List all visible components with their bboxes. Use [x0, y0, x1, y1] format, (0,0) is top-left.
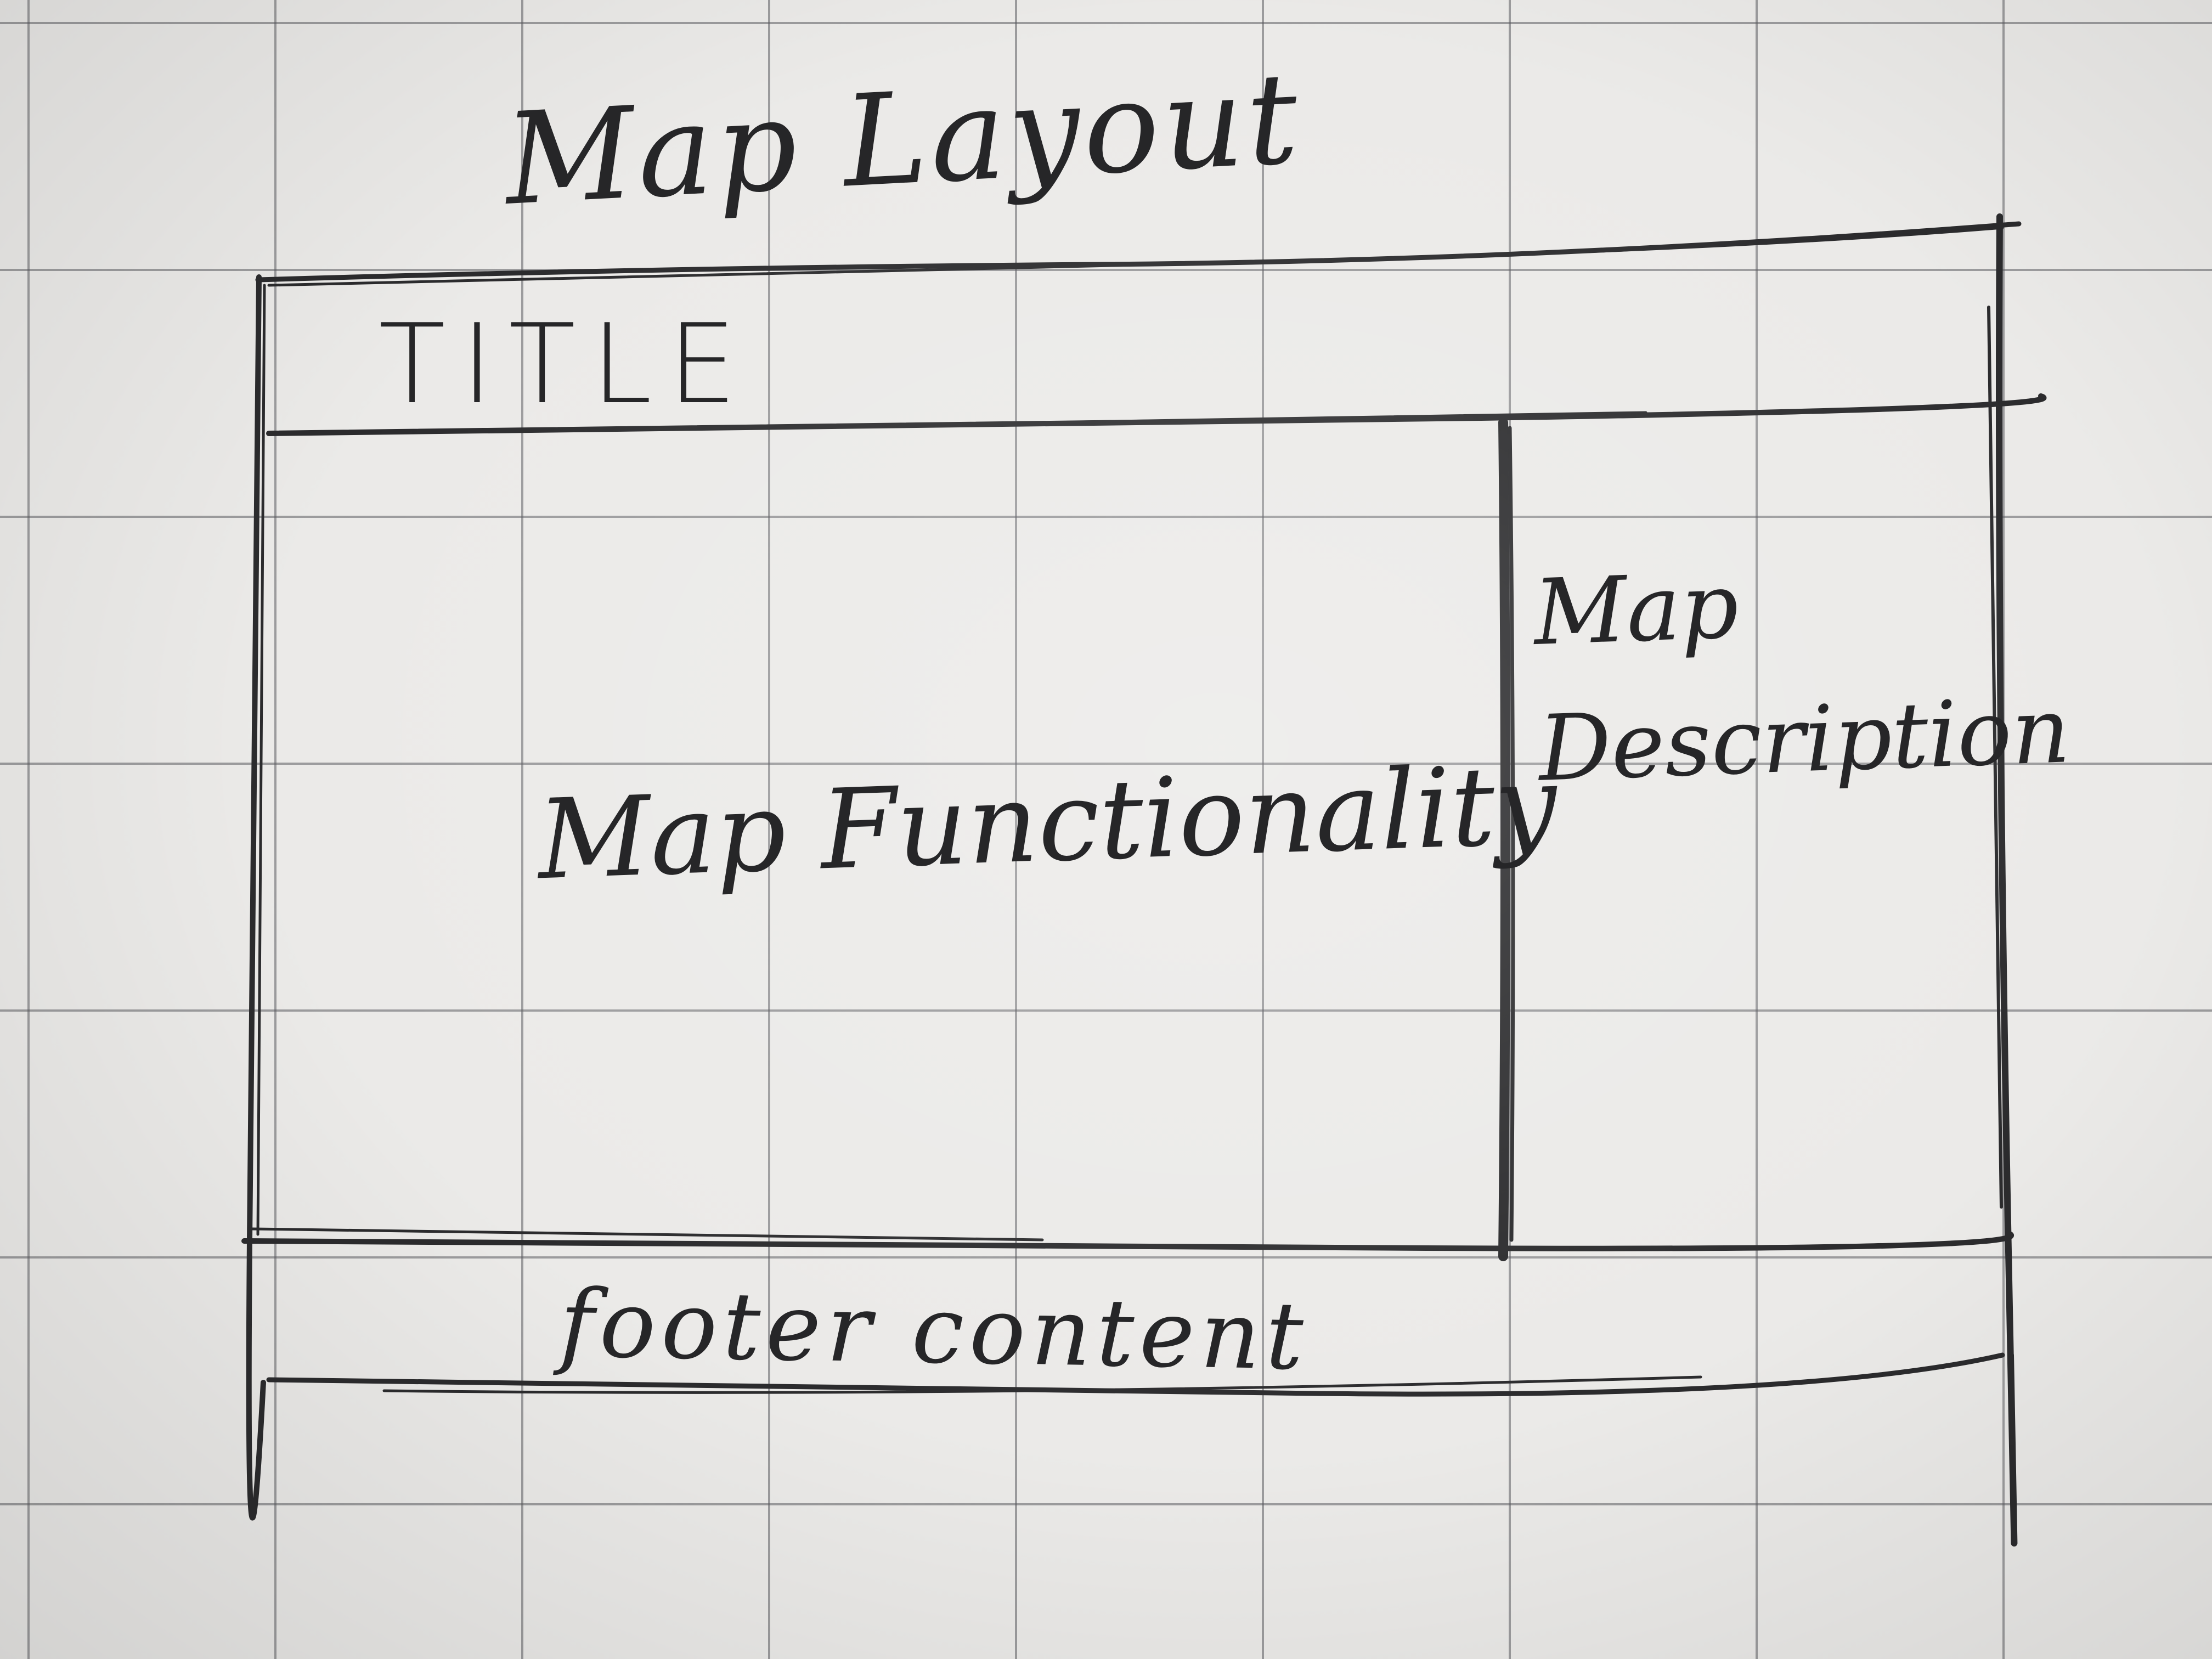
footer-bottom-edge-overstroke [382, 1375, 1702, 1394]
map-functionality-label: Map Functionality [535, 741, 1559, 905]
footer-divider [241, 1232, 2015, 1251]
wireframe-title-label: TITLE [379, 301, 753, 428]
frame-left-edge [246, 274, 266, 1521]
header-divider-overstroke [547, 411, 1647, 432]
sidebar-divider-overstroke [1508, 426, 1515, 1242]
frame-right-edge-overstroke [1987, 306, 2003, 1209]
footer-bottom-edge [266, 1352, 2005, 1397]
map-description-label: Map Description [1532, 553, 2072, 802]
frame-top-edge [255, 221, 2022, 283]
sidebar-divider [1498, 417, 1510, 1261]
footer-content-label: footer content [558, 1269, 1310, 1391]
footer-divider-overstroke [251, 1227, 1044, 1242]
frame-top-edge-overstroke [267, 226, 2004, 287]
frame-left-edge-overstroke [256, 284, 266, 1236]
frame-right-edge [1996, 213, 2018, 1547]
